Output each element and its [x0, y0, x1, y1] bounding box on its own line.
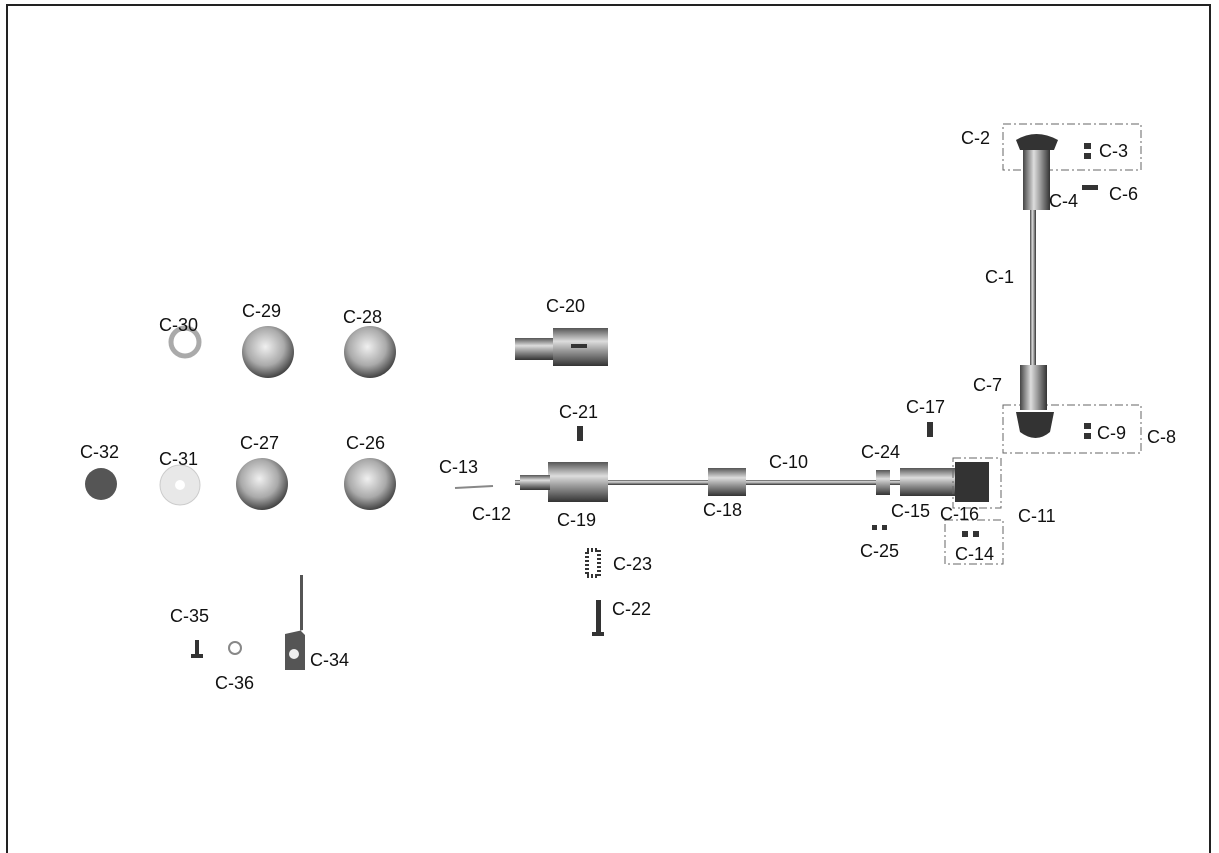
label-c29: C-29: [242, 301, 282, 321]
label-c7: C-7: [973, 375, 1003, 395]
upper-shaft-collar: [1023, 150, 1050, 210]
c26-hook: [344, 458, 396, 510]
label-c16: C-16: [940, 504, 980, 524]
label-c24: C-24: [861, 442, 901, 462]
label-c12: C-12: [472, 504, 512, 524]
label-c13: C-13: [439, 457, 479, 477]
label-c1: C-1: [985, 267, 1015, 287]
c29-hook: [242, 326, 294, 378]
label-c25: C-25: [860, 541, 900, 561]
lower-gear: [1016, 412, 1054, 438]
label-c36: C-36: [215, 673, 255, 693]
label-c14: C-14: [955, 544, 995, 564]
c19-bushing: [548, 462, 608, 502]
label-c22: C-22: [612, 599, 652, 619]
label-c34: C-34: [310, 650, 350, 670]
label-c17: C-17: [906, 397, 946, 417]
c11-bushing: [900, 468, 958, 496]
c9-screw-2: [1084, 433, 1091, 439]
label-c2: C-2: [961, 128, 991, 148]
label-c18: C-18: [703, 500, 743, 520]
lower-shaft-collar: [1020, 365, 1047, 410]
c30-ring: [168, 325, 202, 359]
c8-group-box: [1002, 404, 1142, 454]
c13-pin: [454, 485, 494, 489]
c23-spring: [585, 548, 601, 578]
c36-washer: [228, 641, 242, 655]
vertical-shaft: [1030, 210, 1036, 365]
c9-screw-1: [1084, 423, 1091, 429]
c34-bracket: [285, 575, 305, 670]
c21-screw: [577, 426, 583, 441]
label-c20: C-20: [546, 296, 586, 316]
c35-screw: [195, 640, 199, 656]
label-c21: C-21: [559, 402, 599, 422]
label-c35: C-35: [170, 606, 210, 626]
label-c26: C-26: [346, 433, 386, 453]
c27-hook: [236, 458, 288, 510]
label-c23: C-23: [613, 554, 653, 574]
c14-group-box: [944, 519, 1004, 565]
rotary-hooks: [85, 325, 396, 510]
label-c30: C-30: [159, 315, 199, 335]
upper-gear: [1016, 134, 1058, 150]
label-c19: C-19: [557, 510, 597, 530]
label-c10: C-10: [769, 452, 809, 472]
label-c4: C-4: [1049, 191, 1079, 211]
c24-collar: [876, 470, 890, 495]
label-c9: C-9: [1097, 423, 1127, 443]
horizontal-shaft-assembly: [454, 422, 1004, 636]
label-c3: C-3: [1099, 141, 1129, 161]
c3-screw-2: [1084, 153, 1091, 159]
label-c15: C-15: [891, 501, 931, 521]
vertical-shaft-assembly: [1002, 123, 1142, 454]
c28-hook: [344, 326, 396, 378]
diagram-frame: [6, 4, 1211, 853]
bracket-parts: [191, 575, 305, 670]
c17-screw: [927, 422, 933, 437]
label-c28: C-28: [343, 307, 383, 327]
label-c11: C-11: [1018, 506, 1056, 526]
c3-screw-1: [1084, 143, 1091, 149]
c6-pin: [1082, 185, 1098, 190]
c18-bushing: [708, 468, 746, 496]
c22-bolt: [596, 600, 601, 635]
label-c6: C-6: [1109, 184, 1139, 204]
c32-bobbin-case: [85, 468, 117, 500]
c2-group-box: [1002, 123, 1142, 171]
label-c31: C-31: [159, 449, 199, 469]
label-c27: C-27: [240, 433, 280, 453]
label-c8: C-8: [1147, 427, 1177, 447]
label-c32: C-32: [80, 442, 120, 462]
c16-gear: [955, 462, 989, 502]
c20-sleeve: [515, 328, 608, 366]
